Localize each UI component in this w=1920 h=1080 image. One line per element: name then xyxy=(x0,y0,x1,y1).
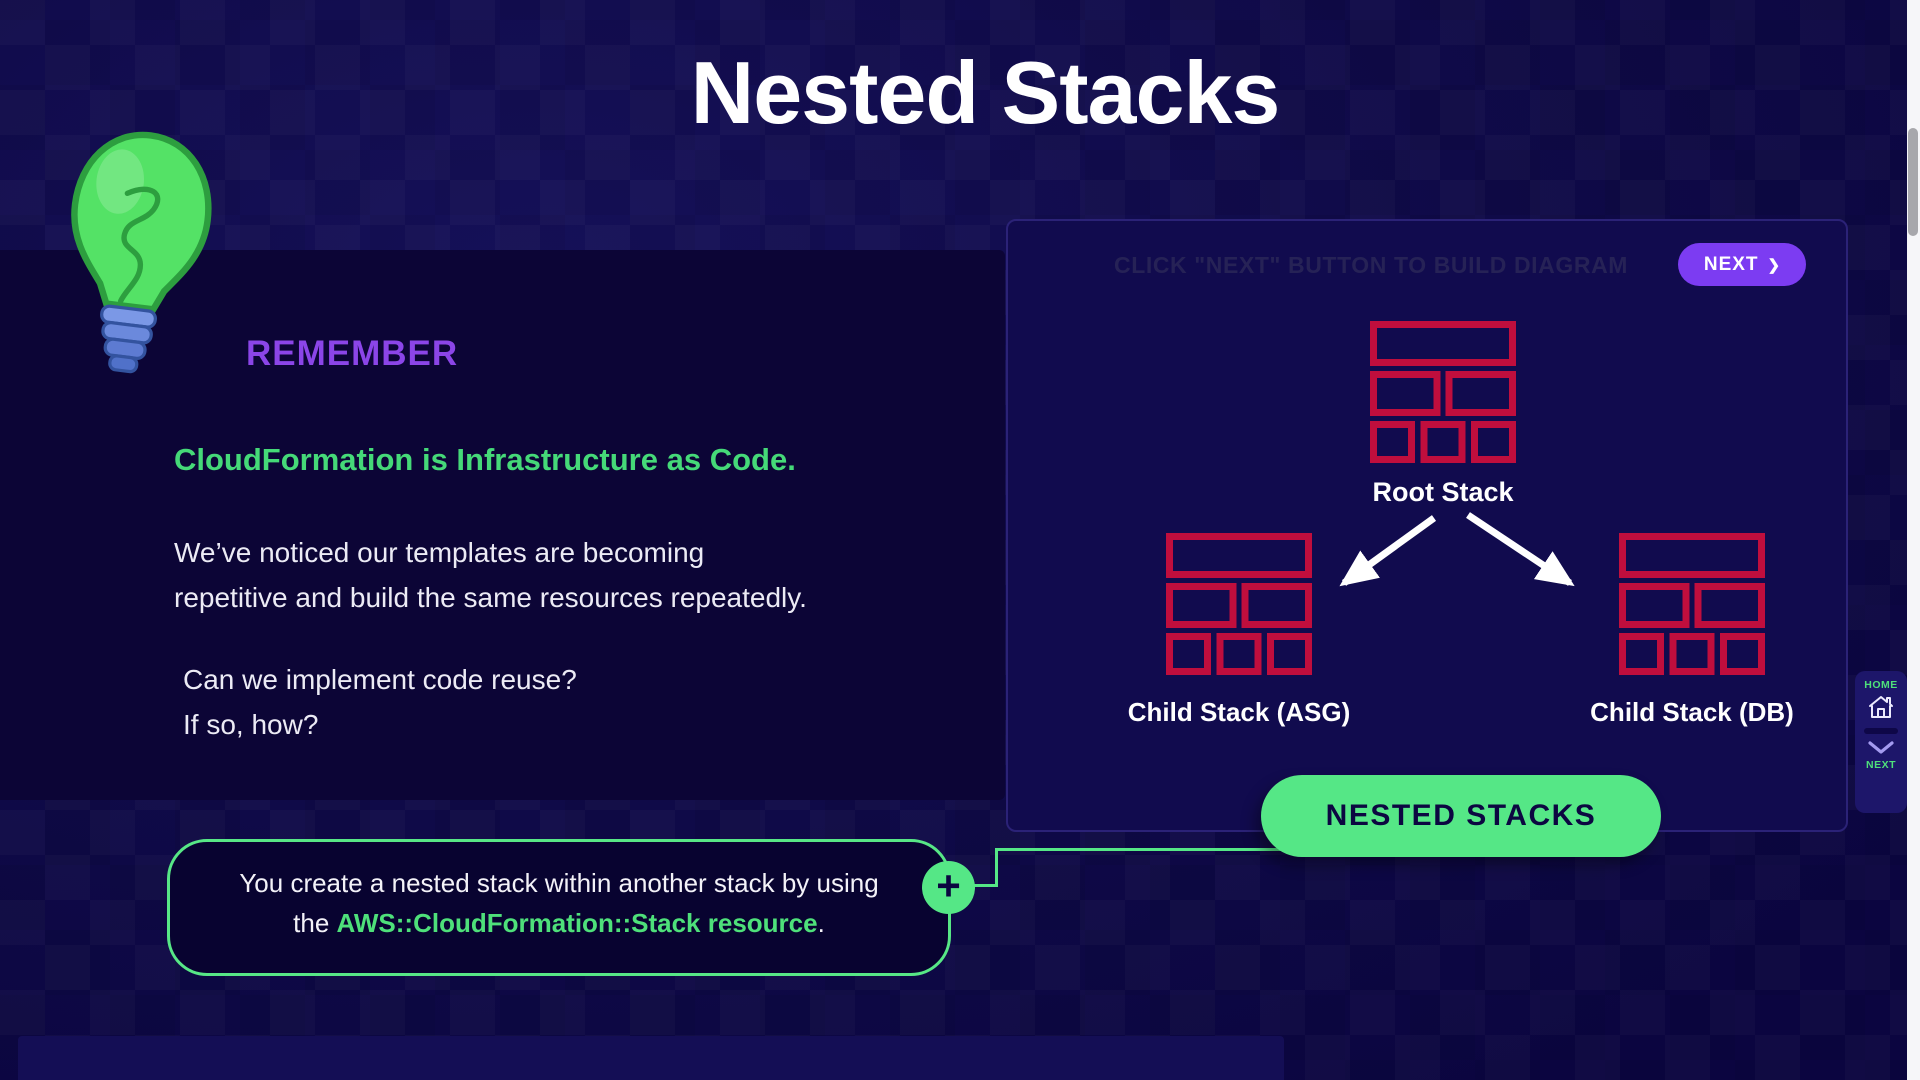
paragraph-text: We’ve noticed our templates are becoming… xyxy=(174,530,807,620)
child-stack-db-label: Child Stack (DB) xyxy=(1590,697,1794,727)
callout-line-2: the AWS::CloudFormation::Stack resource. xyxy=(293,908,825,938)
question-text: Can we implement code reuse? If so, how? xyxy=(183,657,577,747)
diagram-instruction: CLICK "NEXT" BUTTON TO BUILD DIAGRAM xyxy=(1114,252,1629,278)
connector-line xyxy=(995,848,1288,851)
remember-card xyxy=(0,250,1005,800)
home-icon[interactable] xyxy=(1867,694,1895,720)
next-button[interactable]: NEXT ❯ xyxy=(1678,243,1806,286)
lightbulb-icon xyxy=(71,131,212,374)
scrollbar-thumb[interactable] xyxy=(1908,128,1918,236)
callout-line-1: You create a nested stack within another… xyxy=(239,868,879,898)
plus-icon[interactable]: + xyxy=(922,861,975,914)
side-navigation: HOME NEXT xyxy=(1855,671,1907,813)
root-stack-label: Root Stack xyxy=(1372,477,1514,507)
page-title: Nested Stacks xyxy=(690,43,1281,142)
bulb-base xyxy=(100,304,157,374)
next-label: NEXT xyxy=(1865,759,1896,771)
bottom-deck-edge xyxy=(18,1036,1284,1080)
paragraph-line-2: repetitive and build the same resources … xyxy=(174,582,807,613)
connector-line xyxy=(995,848,998,887)
home-label: HOME xyxy=(1864,679,1898,691)
connector-line xyxy=(960,884,998,887)
next-button-label: NEXT xyxy=(1703,253,1759,275)
nested-stacks-button[interactable]: NESTED STACKS xyxy=(1261,775,1661,857)
bulb-filament xyxy=(117,186,161,304)
statement-text: CloudFormation is Infrastructure as Code… xyxy=(174,442,796,477)
nav-divider xyxy=(1864,728,1898,734)
scrollbar-track[interactable] xyxy=(1907,0,1920,1080)
child-stack-asg-icon xyxy=(1166,533,1312,675)
question-line-2: If so, how? xyxy=(183,709,319,740)
nested-stacks-label: NESTED STACKS xyxy=(1325,799,1597,832)
child-stack-db-icon xyxy=(1619,533,1765,675)
remember-heading: REMEMBER xyxy=(246,334,459,373)
root-stack-icon xyxy=(1370,321,1516,463)
chevron-right-icon: ❯ xyxy=(1767,256,1781,274)
paragraph-line-1: We’ve noticed our templates are becoming xyxy=(174,537,705,568)
bulb-glass xyxy=(71,131,212,313)
question-line-1: Can we implement code reuse? xyxy=(183,664,577,695)
chevron-down-icon[interactable] xyxy=(1867,741,1895,755)
child-stack-asg-label: Child Stack (ASG) xyxy=(1127,697,1351,727)
callout-box: You create a nested stack within another… xyxy=(167,839,951,976)
diagram-panel xyxy=(1006,219,1848,832)
callout-highlight: AWS::CloudFormation::Stack resource xyxy=(336,908,818,938)
